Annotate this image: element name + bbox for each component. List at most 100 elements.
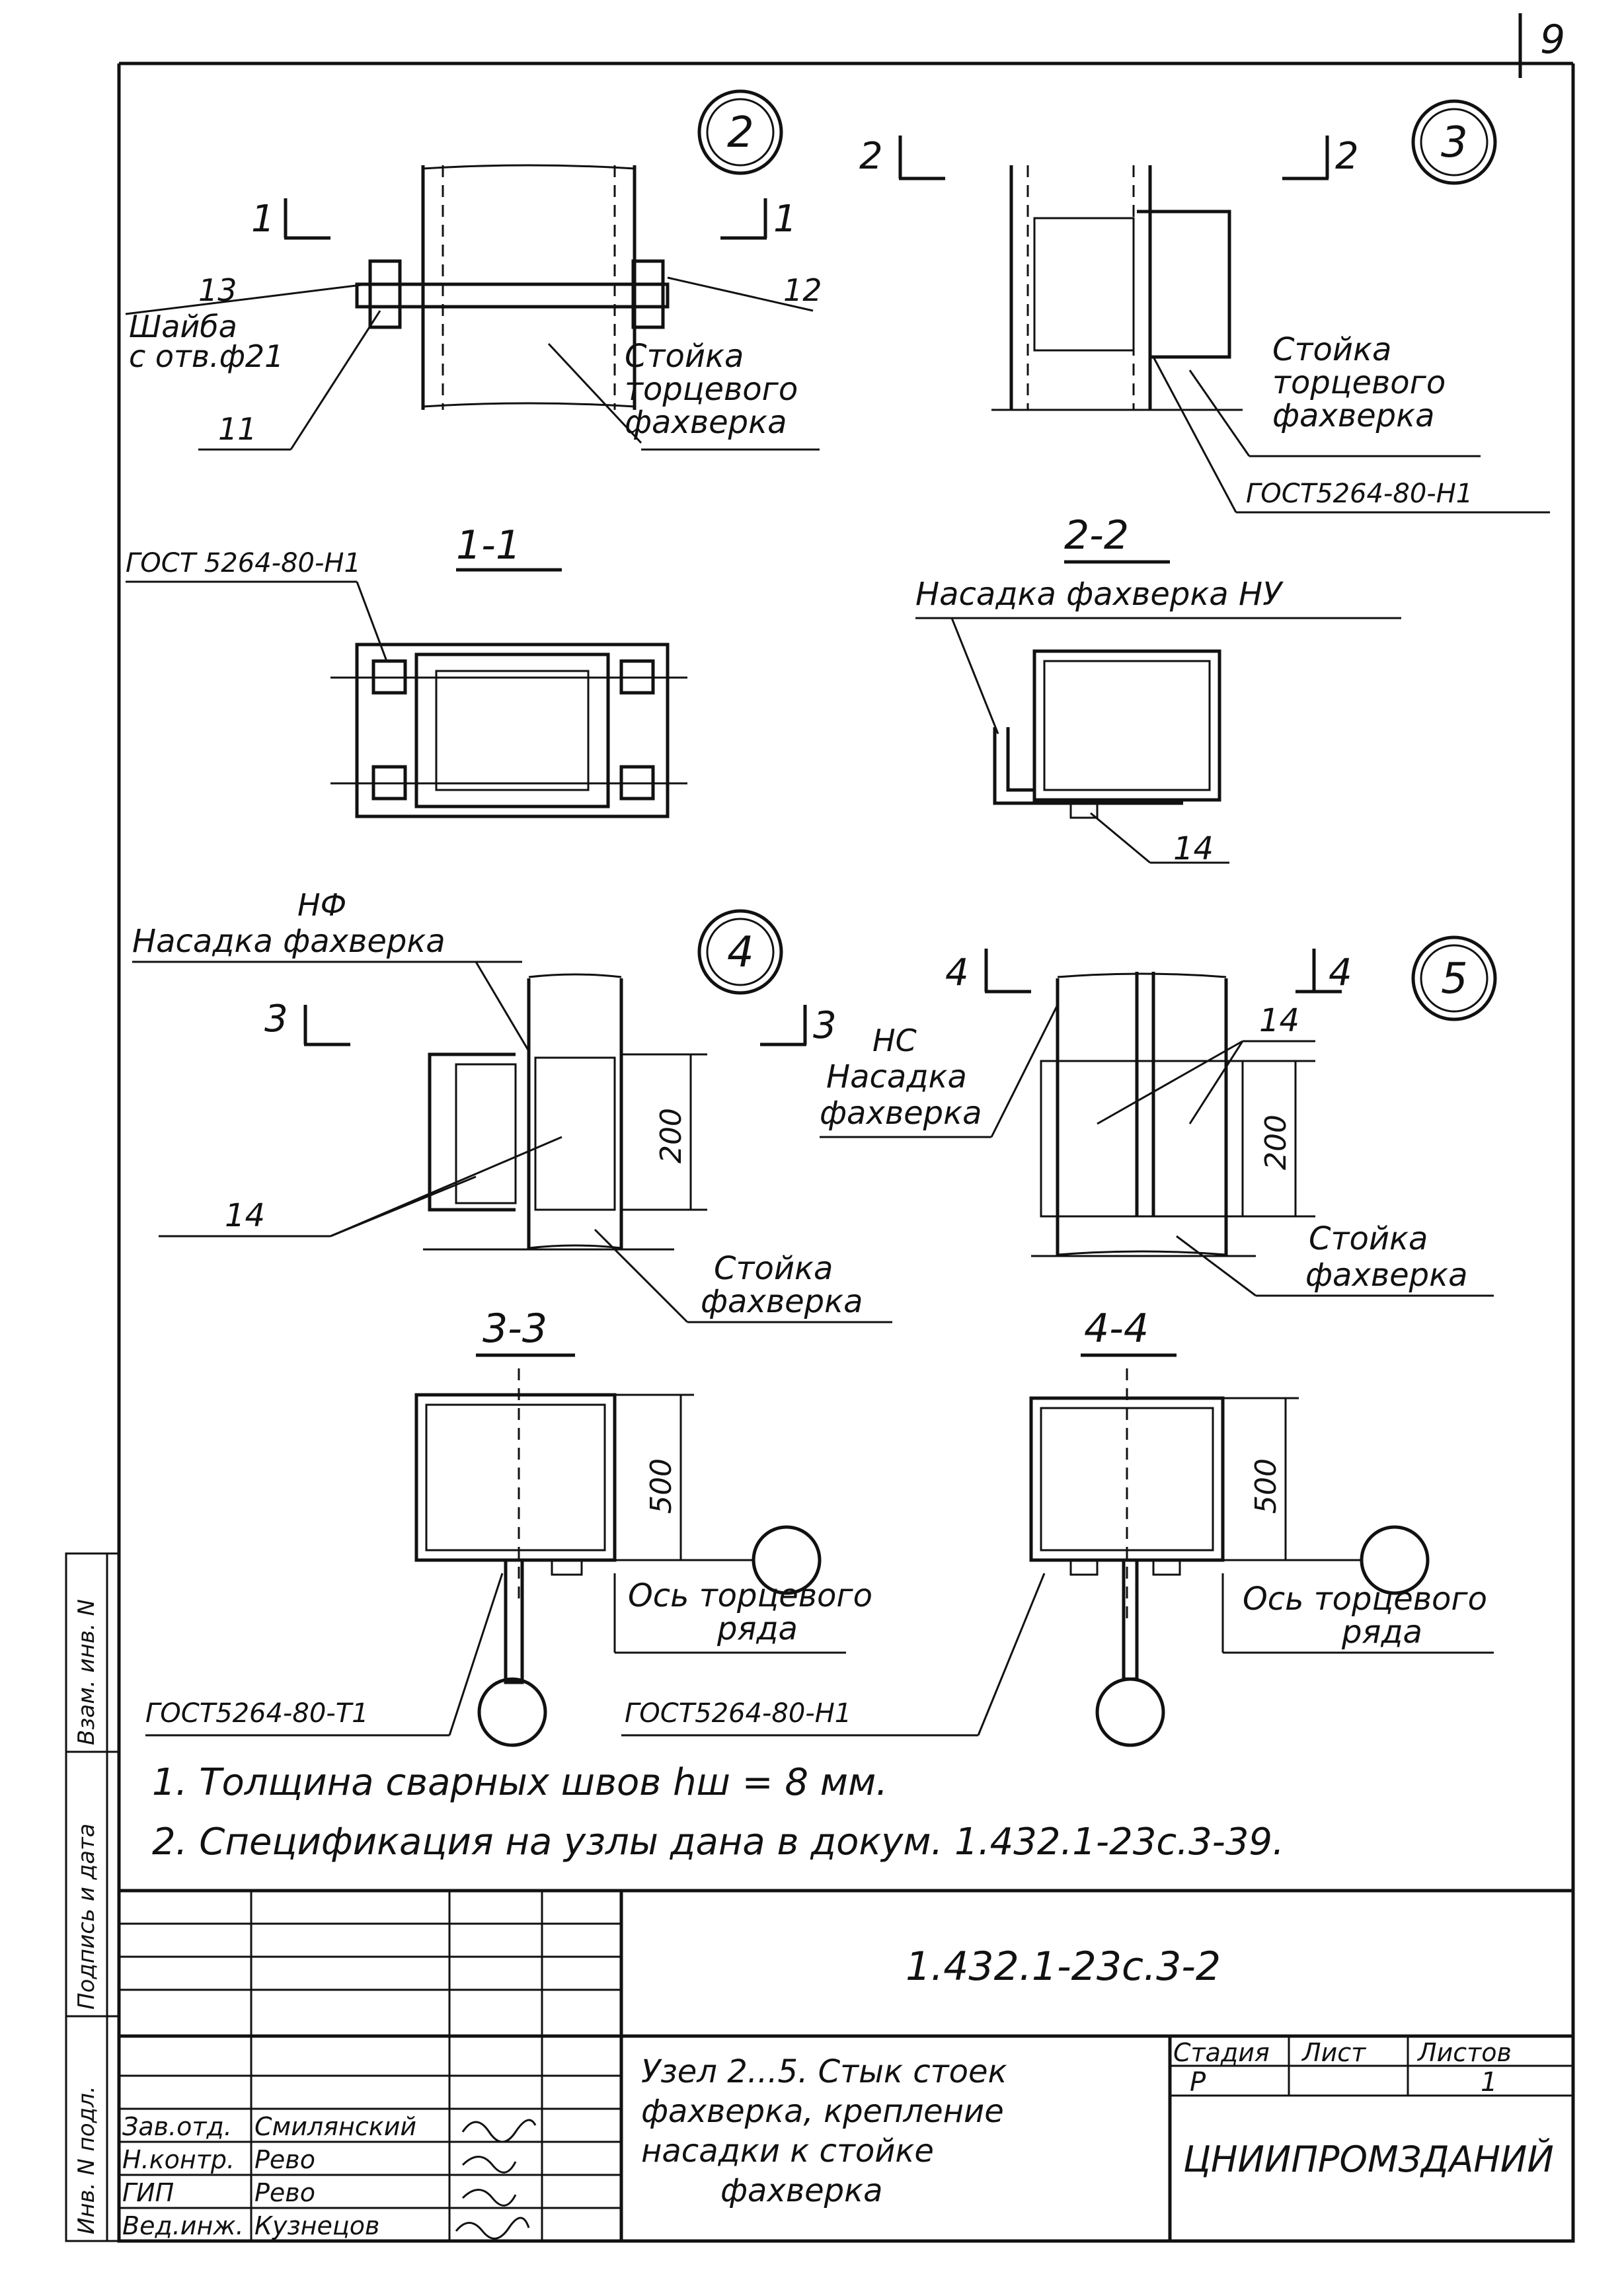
node-3-post-line2: торцевого	[1272, 364, 1446, 401]
node-5-callout-14: 14	[1259, 1002, 1299, 1039]
node-4-post-line2: фахверка	[701, 1283, 863, 1320]
node-3-post-line3: фахверка	[1272, 397, 1435, 434]
sheet-header: Лист	[1301, 2038, 1367, 2067]
node-5-dim: 200	[1259, 1115, 1293, 1170]
node-3-marker: 3	[1441, 118, 1468, 167]
side-stamp-replace: Взам. инв. N	[73, 1599, 100, 1745]
section-2-2: 2-2 Насадка фахверка НУ 14	[915, 512, 1401, 867]
section-3-3-axis-bubble-bottom	[477, 1677, 547, 1747]
title-line-2: фахверка, крепление	[641, 2093, 1004, 2130]
staff-name-3: Рево	[254, 2178, 315, 2207]
node-4-callout-14: 14	[225, 1197, 265, 1234]
staff-role-4: Вед.инж.	[122, 2211, 244, 2240]
staff-role-3: ГИП	[122, 2178, 174, 2207]
section-3-3-title: 3-3	[483, 1306, 547, 1352]
section-4-4-axis-line2: ряда	[1341, 1614, 1422, 1651]
node-3-post-line1: Стойка	[1272, 331, 1391, 368]
node-3-weld: ГОСТ5264-80-Н1	[1246, 479, 1473, 509]
node-5-cap-line1: Насадка	[826, 1058, 967, 1095]
node-4-dim: 200	[654, 1108, 688, 1163]
node-2-callout-11: 11	[218, 411, 257, 447]
section-4-4-title: 4-4	[1084, 1306, 1149, 1352]
node-4-cap-code: НФ	[297, 887, 346, 923]
node-5-cut-left: 4	[945, 951, 969, 994]
section-1-1: 1-1 ГОСТ 5264-80-Н1	[126, 522, 687, 818]
section-2-2-callout-14: 14	[1173, 830, 1214, 867]
section-3-3-axis-line1: Ось торцевого	[628, 1577, 872, 1614]
node-2: 2 1 1 13 Шайба с отв.ф21 12 11 Стойка то…	[125, 89, 822, 451]
section-4-4: 4-4 500 Ось торцевого ряда ГОСТ5264-80-Н…	[621, 1306, 1494, 1747]
node-2-marker: 2	[727, 108, 754, 157]
node-5-marker-circle	[1411, 935, 1497, 1021]
section-2-2-cap-label: Насадка фахверка НУ	[915, 576, 1284, 613]
signature-4	[455, 2217, 530, 2240]
staff-name-4: Кузнецов	[254, 2211, 379, 2240]
signature-2	[461, 2156, 517, 2174]
node-2-washer-line1: Шайба	[129, 309, 237, 344]
organization: ЦНИИПРОМЗДАНИЙ	[1183, 2139, 1554, 2180]
stage-header: Стадия	[1173, 2038, 1270, 2067]
note-2: 2. Спецификация на узлы дана в докум. 1.…	[152, 1821, 1284, 1864]
side-stamp-inv: Инв. N подл.	[73, 2086, 100, 2234]
stage-value: Р	[1190, 2067, 1206, 2098]
notes: 1. Толщина сварных швов hш = 8 мм. 2. Сп…	[152, 1761, 1284, 1864]
document-code: 1.432.1-23с.3-2	[906, 1944, 1221, 1990]
section-1-1-weld: ГОСТ 5264-80-Н1	[126, 548, 361, 578]
title-block: Зав.отд. Смилянский Н.контр. Рево ГИП Ре…	[117, 1889, 1575, 2243]
node-5: 5 4 4 НС Насадка фахверка 14 200 Стойка …	[820, 935, 1497, 1297]
section-4-4-weld: ГОСТ5264-80-Н1	[625, 1698, 851, 1729]
signature-3	[461, 2189, 517, 2207]
node-3-marker-circle	[1411, 99, 1497, 185]
node-2-cut-right: 1	[773, 198, 797, 241]
page-number: 9	[1540, 17, 1565, 63]
node-2-post-line1: Стойка	[625, 338, 744, 375]
title-line-4: фахверка	[720, 2172, 883, 2209]
side-stamp: Инв. N подл. Подпись и дата Взам. инв. N	[65, 1552, 120, 2242]
title-line-1: Узел 2...5. Стык стоек	[641, 2053, 1007, 2090]
sheets-value: 1	[1481, 2067, 1497, 2098]
section-4-4-dim: 500	[1249, 1458, 1283, 1514]
node-4-cut-right: 3	[813, 1004, 837, 1047]
node-5-cut-right: 4	[1329, 951, 1352, 994]
node-4-marker: 4	[727, 928, 754, 977]
node-5-marker: 5	[1441, 955, 1468, 1003]
section-4-4-axis-bubble-bottom	[1095, 1677, 1165, 1747]
note-1: 1. Толщина сварных швов hш = 8 мм.	[152, 1761, 888, 1804]
node-5-cap-code: НС	[872, 1023, 917, 1058]
section-2-2-title: 2-2	[1064, 512, 1129, 559]
node-5-post-line2: фахверка	[1305, 1257, 1468, 1294]
node-4-post-line1: Стойка	[714, 1250, 833, 1287]
section-3-3: 3-3 500 Ось торцевого ряда ГОСТ5264-80-Т…	[145, 1306, 872, 1747]
section-3-3-dim: 500	[644, 1458, 678, 1514]
sheets-header: Листов	[1416, 2038, 1512, 2067]
staff-role-1: Зав.отд.	[122, 2112, 232, 2141]
section-1-1-title: 1-1	[456, 522, 521, 569]
node-2-post-line3: фахверка	[625, 404, 787, 441]
title-line-3: насадки к стойке	[641, 2133, 934, 2170]
section-3-3-weld: ГОСТ5264-80-Т1	[145, 1698, 369, 1729]
node-2-callout-12: 12	[783, 272, 822, 308]
signature-1	[461, 2119, 537, 2143]
node-2-washer-line2: с отв.ф21	[129, 338, 284, 374]
staff-role-2: Н.контр.	[122, 2145, 235, 2174]
node-3-cut-left: 2	[859, 135, 883, 178]
section-3-3-axis-line2: ряда	[716, 1610, 798, 1647]
node-4-cut-left: 3	[264, 998, 288, 1041]
node-2-cut-left: 1	[251, 198, 275, 241]
node-4-marker-circle	[697, 909, 783, 995]
section-4-4-axis-bubble-right	[1360, 1525, 1430, 1595]
side-stamp-signature: Подпись и дата	[73, 1823, 100, 2010]
node-2-marker-circle	[697, 89, 783, 175]
node-5-cap-line2: фахверка	[820, 1095, 982, 1132]
node-4: 4 НФ Насадка фахверка 3 3 200 14 Стойка …	[132, 887, 892, 1323]
staff-name-1: Смилянский	[254, 2112, 416, 2141]
section-4-4-axis-line1: Ось торцевого	[1243, 1581, 1487, 1618]
node-5-post-line1: Стойка	[1309, 1220, 1428, 1257]
node-3-cut-right: 2	[1335, 135, 1359, 178]
node-4-cap-label: Насадка фахверка	[132, 923, 445, 960]
staff-name-2: Рево	[254, 2145, 315, 2174]
section-3-3-axis-bubble-right	[752, 1525, 822, 1595]
node-3: 3 2 2 Стойка торцевого фахверка ГОСТ5264…	[859, 99, 1550, 514]
node-2-post-line2: торцевого	[625, 371, 798, 408]
